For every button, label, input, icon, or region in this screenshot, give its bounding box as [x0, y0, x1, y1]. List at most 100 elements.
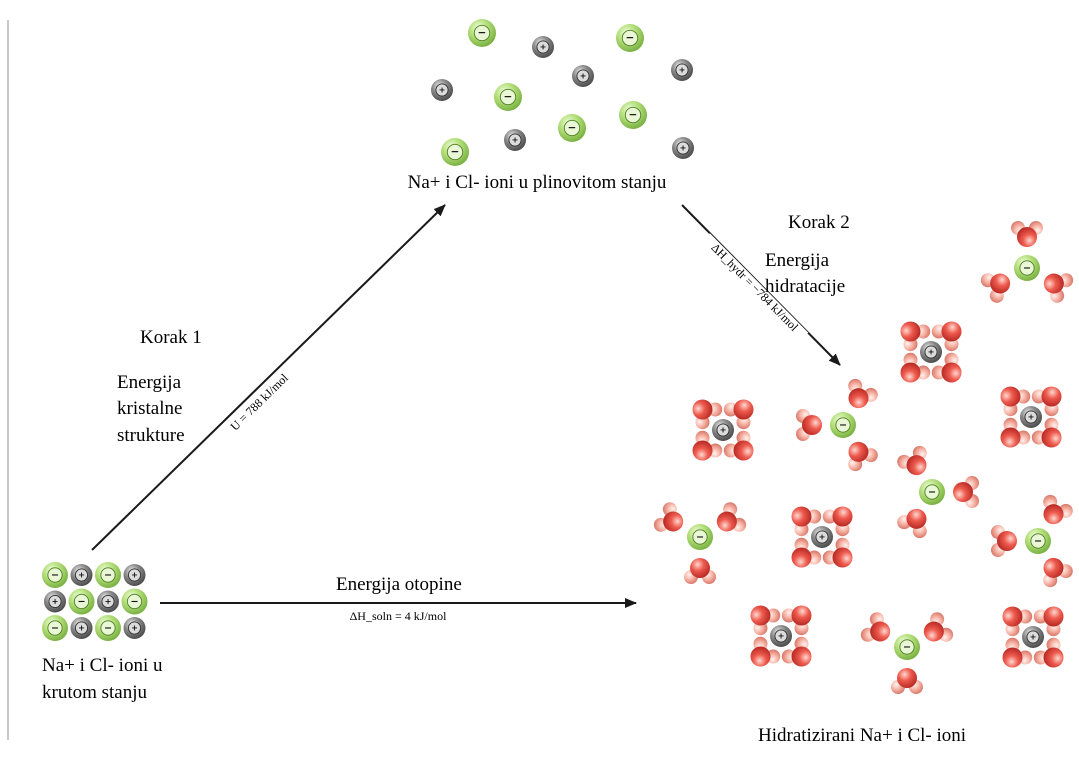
- svg-text:−: −: [478, 27, 487, 39]
- step2-line1: Energija: [765, 250, 830, 271]
- solid-label-line1: Na+ i Cl- ioni u: [42, 655, 163, 676]
- water-molecule: [1000, 417, 1031, 448]
- chloride-ion: −: [95, 615, 121, 641]
- chloride-ion: −: [919, 479, 945, 505]
- water-molecule: [791, 506, 822, 537]
- sodium-ion: +: [920, 341, 942, 363]
- svg-text:−: −: [51, 570, 59, 581]
- water-molecule: [1002, 606, 1033, 637]
- water-molecule: [931, 321, 962, 352]
- sodium-ion: +: [123, 617, 146, 639]
- step1-line1: Energija: [117, 372, 182, 393]
- water-molecule: [716, 502, 747, 532]
- water-molecule: [653, 502, 684, 532]
- svg-text:−: −: [839, 420, 847, 431]
- svg-text:−: −: [77, 597, 85, 608]
- svg-text:+: +: [1028, 412, 1035, 422]
- sodium-ion: +: [671, 59, 693, 81]
- hydrated-chloride: −: [897, 445, 979, 539]
- water-molecule: [897, 445, 927, 476]
- sodium-ion: +: [532, 36, 554, 58]
- step1-title: Korak 1: [140, 327, 202, 348]
- sodium-ion: +: [672, 137, 694, 159]
- sodium-ion: +: [811, 526, 833, 548]
- water-molecule: [1043, 494, 1073, 525]
- sodium-ion: +: [770, 625, 792, 647]
- water-molecule: [991, 525, 1017, 557]
- water-molecule: [692, 430, 723, 461]
- svg-text:+: +: [778, 631, 785, 641]
- sodium-ion: +: [1022, 626, 1044, 648]
- step1-arrow: [91, 204, 446, 551]
- chloride-ion: −: [619, 101, 647, 129]
- svg-text:+: +: [52, 596, 59, 606]
- water-molecule: [1043, 557, 1073, 588]
- water-molecule: [1031, 417, 1062, 448]
- water-molecule: [1002, 637, 1033, 668]
- water-molecule: [897, 508, 927, 539]
- step2-title: Korak 2: [788, 212, 850, 233]
- svg-text:+: +: [105, 596, 112, 606]
- svg-text:−: −: [1023, 263, 1031, 274]
- sodium-ion: +: [70, 564, 93, 586]
- sodium-ion: +: [70, 617, 93, 639]
- step1-arrow-label: U = 788 kJ/mol: [228, 370, 292, 433]
- water-molecule: [891, 668, 923, 694]
- chloride-ion: −: [1025, 528, 1051, 554]
- sodium-ion: +: [44, 590, 66, 613]
- svg-text:−: −: [903, 642, 911, 653]
- svg-text:+: +: [680, 143, 687, 153]
- water-molecule: [822, 537, 853, 568]
- svg-text:−: −: [928, 487, 936, 498]
- water-molecule: [1043, 273, 1074, 303]
- chloride-ion: −: [558, 114, 586, 142]
- hydrated-chloride: −: [796, 378, 878, 472]
- svg-text:−: −: [104, 623, 112, 634]
- solid-label-line2: krutom stanju: [42, 682, 148, 703]
- water-molecule: [1031, 386, 1062, 417]
- svg-text:−: −: [696, 532, 704, 543]
- water-molecule: [781, 636, 812, 667]
- svg-text:+: +: [1030, 632, 1037, 642]
- water-molecule: [723, 399, 754, 430]
- svg-text:−: −: [451, 146, 460, 158]
- chloride-ion: −: [830, 412, 856, 438]
- svg-text:+: +: [78, 623, 85, 633]
- chloride-ion: −: [42, 562, 68, 588]
- svg-text:+: +: [819, 532, 826, 542]
- gas-phase-label: Na+ i Cl- ioni u plinovitom stanju: [408, 172, 667, 193]
- hydrated-sodium: +: [750, 605, 812, 667]
- svg-text:+: +: [439, 85, 446, 95]
- svg-text:+: +: [78, 570, 85, 580]
- svg-text:−: −: [504, 91, 513, 103]
- svg-text:−: −: [1034, 536, 1042, 547]
- hydrated-chloride: −: [860, 612, 954, 694]
- hydrated-chloride: −: [653, 502, 747, 584]
- chloride-ion: −: [441, 138, 469, 166]
- water-molecule: [684, 558, 716, 584]
- svg-text:+: +: [131, 570, 138, 580]
- solution-arrow-label: ΔH_soln = 4 kJ/mol: [350, 609, 447, 623]
- hydrated-sodium: +: [1002, 606, 1064, 668]
- svg-text:+: +: [720, 425, 727, 435]
- step1-line2: kristalne: [117, 398, 182, 419]
- water-molecule: [1011, 221, 1043, 247]
- solution-title: Energija otopine: [336, 574, 462, 595]
- water-molecule: [953, 476, 979, 508]
- chloride-ion: −: [687, 524, 713, 550]
- water-molecule: [822, 506, 853, 537]
- water-molecule: [931, 352, 962, 383]
- sodium-ion: +: [431, 79, 453, 101]
- hydrated-sodium: +: [900, 321, 962, 383]
- chloride-ion: −: [95, 562, 121, 588]
- svg-text:−: −: [568, 122, 577, 134]
- chloride-ion: −: [894, 634, 920, 660]
- svg-text:−: −: [130, 597, 138, 608]
- svg-text:−: −: [104, 570, 112, 581]
- water-molecule: [923, 612, 954, 642]
- water-molecule: [1000, 386, 1031, 417]
- water-molecule: [860, 612, 891, 642]
- water-molecule: [848, 441, 878, 472]
- svg-text:−: −: [626, 32, 635, 44]
- water-molecule: [1033, 637, 1064, 668]
